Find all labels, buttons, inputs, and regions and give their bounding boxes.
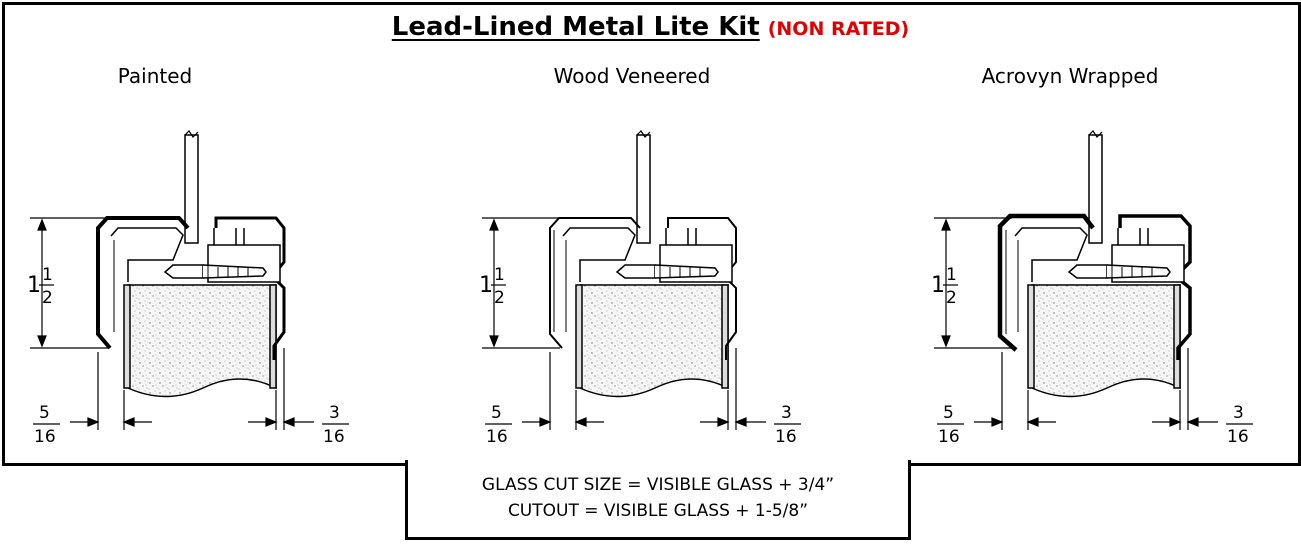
door-core (127, 284, 277, 398)
section-detail-wood-veneered: 1 1 2 5 16 3 16 (470, 120, 905, 450)
left-gap-numerator: 5 (943, 403, 954, 423)
right-gap-denominator: 16 (775, 427, 797, 447)
glass-size-notes: GLASS CUT SIZE = VISIBLE GLASS + 3/4” CU… (405, 460, 911, 540)
left-gap-numerator: 5 (39, 403, 50, 423)
cutout-size-note: CUTOUT = VISIBLE GLASS + 1-5/8” (507, 501, 809, 521)
left-gap-numerator: 5 (491, 403, 502, 423)
right-gap-numerator: 3 (781, 403, 792, 423)
diagram-title: Lead-Lined Metal Lite Kit (NON RATED) (0, 12, 1301, 42)
height-numerator: 1 (494, 265, 505, 285)
left-gap-denominator: 16 (34, 427, 56, 447)
height-denominator: 2 (494, 288, 505, 308)
left-gap-denominator: 16 (486, 427, 508, 447)
right-gap-denominator: 16 (323, 427, 345, 447)
glass-cut-size-note: GLASS CUT SIZE = VISIBLE GLASS + 3/4” (481, 475, 835, 495)
right-gap-numerator: 3 (329, 403, 340, 423)
height-numerator: 1 (946, 265, 957, 285)
section-detail-acrovyn-wrapped: 1 1 2 5 16 3 16 (922, 120, 1301, 450)
section-detail-painted: 1 1 2 5 16 3 16 (18, 120, 453, 450)
height-whole: 1 (931, 273, 945, 298)
height-whole: 1 (27, 273, 41, 298)
height-denominator: 2 (42, 288, 53, 308)
title-main: Lead-Lined Metal Lite Kit (391, 12, 760, 42)
section-drawing: 1 1 2 5 16 3 16 (479, 130, 801, 447)
rating-tag: (NON RATED) (767, 18, 910, 40)
variant-label-acrovyn-wrapped: Acrovyn Wrapped (981, 64, 1159, 88)
variant-label-wood-veneered: Wood Veneered (553, 64, 711, 88)
height-denominator: 2 (946, 288, 957, 308)
right-gap-denominator: 16 (1227, 427, 1249, 447)
section-drawing: 1 1 2 5 16 3 16 (27, 130, 349, 447)
variant-label-painted: Painted (117, 64, 193, 88)
height-numerator: 1 (42, 265, 53, 285)
height-whole: 1 (479, 273, 493, 298)
left-gap-denominator: 16 (938, 427, 960, 447)
right-gap-numerator: 3 (1233, 403, 1244, 423)
section-drawing: 1 1 2 5 16 3 16 (931, 130, 1253, 447)
